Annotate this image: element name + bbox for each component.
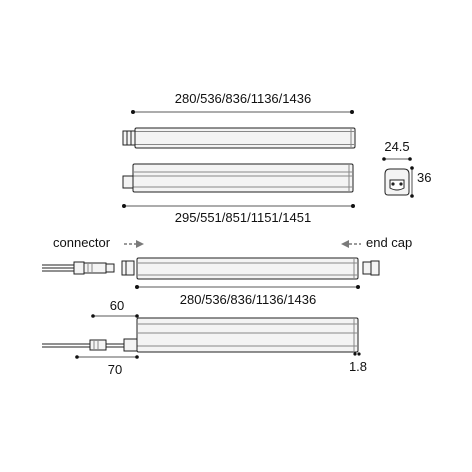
fixture-side-view	[122, 163, 354, 193]
fixture-top-view	[122, 127, 356, 149]
label-mid-length: 280/536/836/1136/1436	[180, 292, 316, 307]
dimension-total-length	[122, 204, 355, 208]
dimension-mid-length	[135, 285, 360, 289]
label-end-gap: 1.8	[349, 359, 367, 374]
label-connector-60: 60	[110, 298, 124, 313]
dimension-1-8	[353, 352, 361, 356]
connector-arrow	[124, 240, 144, 248]
connector-block	[121, 260, 135, 276]
label-total-length: 295/551/851/1151/1451	[175, 210, 311, 225]
fixture-middle	[136, 257, 359, 280]
dimension-70	[75, 355, 139, 359]
fixture-bottom	[136, 317, 359, 353]
label-connector: connector	[53, 235, 111, 250]
cable-with-plug	[42, 261, 115, 275]
dimension-60	[91, 314, 139, 318]
label-width: 24.5	[384, 139, 409, 154]
dimension-top-length	[131, 110, 354, 114]
end-cap-arrow	[341, 240, 361, 248]
label-connector-70: 70	[108, 362, 122, 377]
end-cap	[362, 260, 380, 276]
label-end-cap: end cap	[366, 235, 412, 250]
label-top-length: 280/536/836/1136/1436	[175, 91, 311, 106]
profile-cross-section	[382, 157, 414, 198]
cable-bottom	[42, 338, 138, 352]
label-height: 36	[417, 170, 431, 185]
